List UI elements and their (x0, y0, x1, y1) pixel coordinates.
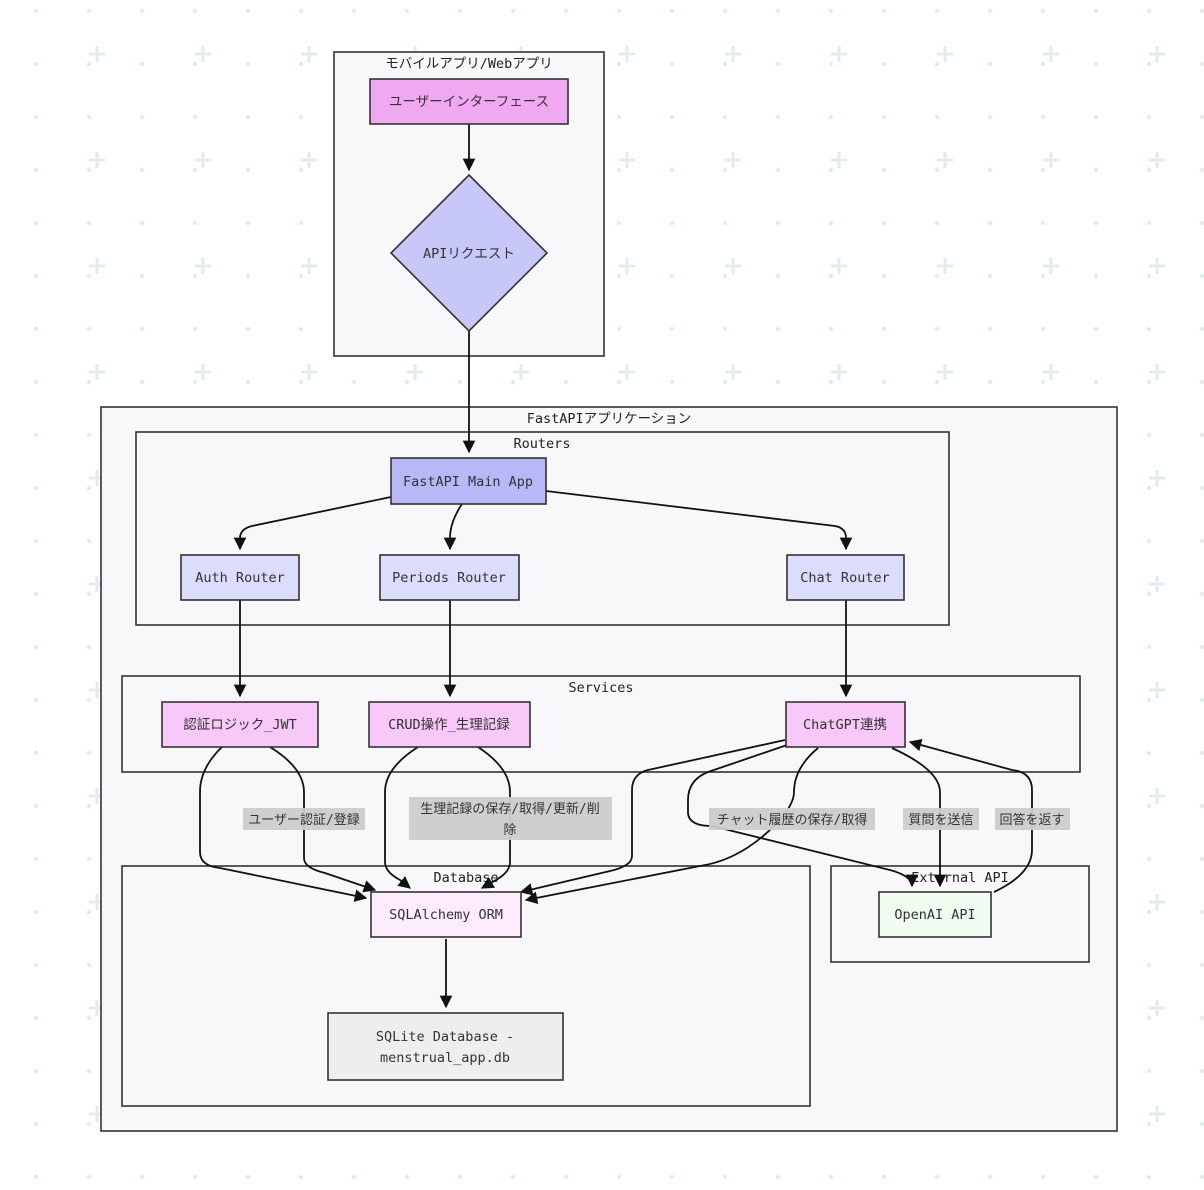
edge-label-crud-db-line1: 生理記録の保存/取得/更新/削 (420, 801, 599, 817)
group-routers-label: Routers (514, 436, 571, 452)
node-sqlite-database-label-line1: SQLite Database - (376, 1029, 514, 1045)
edge-main-to-chat (545, 490, 853, 551)
node-auth-router (180, 554, 300, 601)
edge-logic-to-orm-b (269, 746, 377, 893)
node-sqlite-database (327, 1012, 564, 1081)
edge-chatgpt-to-orm-a (519, 739, 786, 896)
node-fastapi-main-app-label: FastAPI Main App (403, 474, 533, 490)
node-fastapi-main-app (390, 457, 547, 505)
edge-label-crud-db-line2: 除 (503, 823, 516, 838)
edge-label-bg (903, 808, 979, 830)
edge-chatgpt-to-openai-a (687, 743, 919, 888)
edge-label-bg (243, 808, 365, 830)
edge-label-bg (709, 808, 875, 830)
node-openai-api (878, 891, 992, 938)
node-user-interface (369, 78, 569, 125)
node-auth-logic-jwt (161, 701, 319, 748)
node-openai-api-label: OpenAI API (894, 907, 975, 923)
node-sqlite-database-label-line2: menstrual_app.db (380, 1050, 510, 1066)
node-sqlalchemy-orm-label: SQLAlchemy ORM (389, 907, 503, 923)
node-chatgpt-integration-label: ChatGPT連携 (803, 717, 887, 733)
edge-crud-to-orm-b (477, 746, 511, 889)
edge-main-to-auth (233, 496, 392, 551)
edge-main-to-periods (443, 503, 463, 551)
group-services-label: Services (568, 680, 633, 696)
node-chat-router-label: Chat Router (800, 570, 889, 586)
node-crud-records-label: CRUD操作_生理記録 (388, 716, 510, 733)
node-crud-records (368, 701, 531, 748)
group-fastapi-label: FastAPIアプリケーション (527, 411, 692, 427)
node-sqlalchemy-orm (370, 891, 522, 938)
edge-label-auth-db: ユーザー認証/登録 (248, 812, 360, 828)
group-external-api-label: External API (911, 870, 1009, 886)
edge-label-chat-db: チャット履歴の保存/取得 (717, 812, 868, 828)
edge-label-bg (409, 797, 612, 840)
node-user-interface-label: ユーザーインターフェース (389, 94, 549, 110)
node-periods-router (379, 554, 520, 601)
edge-label-send-question: 質問を送信 (908, 813, 973, 828)
edges (199, 124, 1033, 1009)
node-api-request (389, 173, 549, 333)
node-api-request-label: APIリクエスト (423, 246, 515, 262)
node-chatgpt-integration (785, 701, 906, 748)
edge-logic-to-orm-a (199, 746, 368, 902)
node-periods-router-label: Periods Router (392, 570, 506, 586)
edge-label-return-answer: 回答を返す (999, 812, 1064, 828)
edge-label-bg (995, 808, 1070, 830)
node-auth-logic-jwt-label: 認証ロジック_JWT (183, 717, 297, 733)
group-client-label: モバイルアプリ/Webアプリ (385, 56, 553, 72)
node-auth-router-label: Auth Router (195, 570, 284, 586)
node-chat-router (786, 554, 905, 601)
edge-crud-to-orm-a (384, 746, 419, 889)
edge-return-answer (908, 738, 1033, 893)
edge-send-question (891, 747, 947, 888)
